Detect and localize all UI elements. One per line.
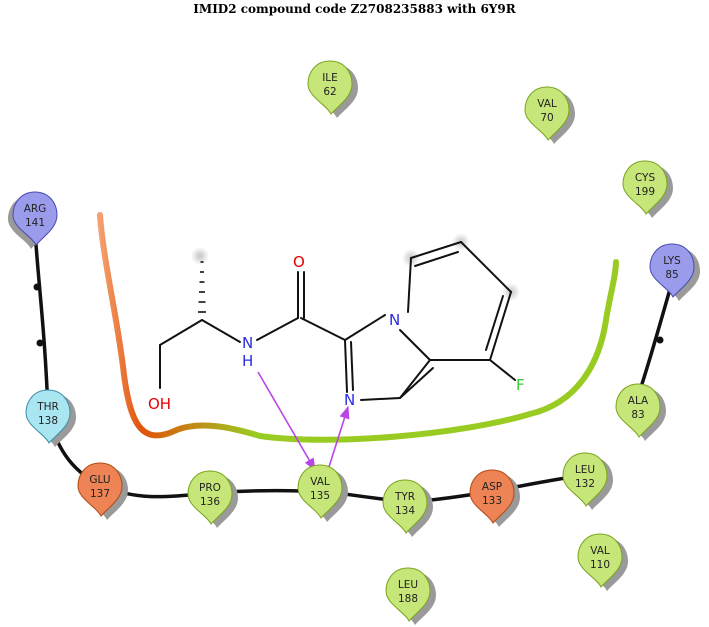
hbond-val135-to-n <box>327 405 350 471</box>
residue-number: 62 <box>323 86 336 98</box>
stereo-hashed-wedge <box>198 261 206 313</box>
residue-name: ARG <box>24 203 47 215</box>
ligand-bonds <box>159 241 516 401</box>
residue-number: 138 <box>38 415 58 427</box>
residue-val110: VAL 110 <box>577 533 628 591</box>
residue-number: 135 <box>310 490 330 502</box>
residue-body <box>562 452 608 507</box>
residue-ile62: ILE 62 <box>307 60 358 118</box>
residue-asp133: ASP 133 <box>469 469 520 527</box>
residue-body <box>382 479 428 534</box>
atom-o-carbonyl: O <box>293 253 305 271</box>
residue-name: LEU <box>575 464 595 476</box>
residue-number: 70 <box>540 112 553 124</box>
residue-body <box>12 191 58 246</box>
residue-name: GLU <box>89 474 110 486</box>
residue-name: ILE <box>322 72 338 84</box>
residue-body <box>187 470 233 525</box>
hbond-nh-to-val135 <box>257 371 316 472</box>
residue-body <box>77 462 123 517</box>
residue-name: LEU <box>398 579 418 591</box>
residue-number: 110 <box>590 559 610 571</box>
residue-number: 132 <box>575 478 595 490</box>
residue-number: 134 <box>395 505 415 517</box>
residue-number: 85 <box>665 269 678 281</box>
residue-name: VAL <box>310 476 330 488</box>
residue-name: ASP <box>482 481 502 493</box>
residue-number: 83 <box>631 409 644 421</box>
residue-val70: VAL 70 <box>524 86 575 144</box>
residue-body <box>577 533 623 588</box>
solvent-exposure-markers <box>191 233 520 301</box>
residue-body <box>649 243 695 298</box>
residue-number: 133 <box>482 495 502 507</box>
residue-body <box>524 86 570 141</box>
residue-name: VAL <box>537 98 557 110</box>
residue-name: LYS <box>663 255 681 267</box>
residue-name: VAL <box>590 545 610 557</box>
atom-n-bridgehead: N <box>389 311 400 329</box>
residue-number: 137 <box>90 488 110 500</box>
residue-number: 141 <box>25 217 45 229</box>
residue-thr138: THR 138 <box>25 389 76 447</box>
residue-number: 188 <box>398 593 418 605</box>
ligand-atoms: O N H OH N N F <box>148 253 525 413</box>
atom-n-imine: N <box>344 391 355 409</box>
residue-body <box>385 567 431 622</box>
residue-leu188: LEU 188 <box>385 567 436 625</box>
residue-ala83: ALA 83 <box>615 383 666 441</box>
residue-leu132: LEU 132 <box>562 452 613 510</box>
atom-n-amide: N <box>242 334 253 352</box>
pocket-outline <box>97 212 619 443</box>
residue-body <box>297 464 343 519</box>
residue-name: CYS <box>635 172 656 184</box>
residue-name: THR <box>36 401 59 413</box>
residue-body <box>469 469 515 524</box>
residue-body <box>615 383 661 438</box>
residue-lys85: LYS 85 <box>649 243 700 301</box>
residue-name: ALA <box>628 395 649 407</box>
atom-f: F <box>516 376 525 394</box>
residue-number: 136 <box>200 496 220 508</box>
residue-pro136: PRO 136 <box>187 470 238 528</box>
residue-arg141: ARG 141 <box>8 191 58 249</box>
residue-tyr134: TYR 134 <box>382 479 433 537</box>
residue-body <box>25 389 71 444</box>
diagram-title: IMID2 compound code Z2708235883 with 6Y9… <box>193 2 516 16</box>
backbone-joints <box>33 283 664 347</box>
residue-cys199: CYS 199 <box>622 160 673 218</box>
hbond-arrows <box>257 371 350 472</box>
atom-oh: OH <box>148 395 171 413</box>
residue-body <box>307 60 353 115</box>
residue-body <box>622 160 668 215</box>
residue-name: TYR <box>394 491 415 503</box>
residue-number: 199 <box>635 186 655 198</box>
residue-val135: VAL 135 <box>297 464 348 522</box>
residue-name: PRO <box>199 482 221 494</box>
residue-glu137: GLU 137 <box>77 462 128 520</box>
atom-h-amide: H <box>242 352 253 370</box>
